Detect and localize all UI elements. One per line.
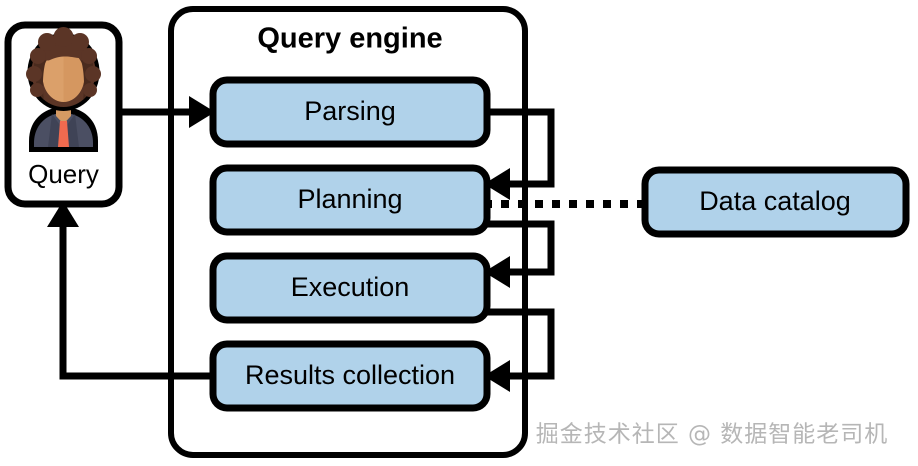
stage-label-parsing: Parsing [304,96,396,126]
edge-parsing-to-planning [487,108,555,188]
arrowhead-parsing-to-planning [484,168,510,200]
watermark-label: 掘金技术社区 @ 数据智能老司机 [536,422,889,448]
query-source-label: Query [28,159,99,189]
stage-box-execution[interactable] [209,252,491,324]
stage-label-execution: Execution [291,272,410,302]
edge-planning-to-execution [487,220,555,276]
edge-execution-to-results [487,308,555,380]
stage-label-results-collection: Results collection [245,360,455,390]
arrowhead-execution-to-results [484,360,510,392]
arrowhead-planning-to-execution [484,256,510,288]
page-title: Query engine [257,23,442,55]
person-avatar-icon [26,27,101,152]
edge-results-to-query [59,225,213,380]
stage-label-planning: Planning [297,184,402,214]
arrowhead-results-to-query [47,201,79,227]
data-catalog-label: Data catalog [699,186,851,216]
arrowhead-query-to-parsing [189,96,215,128]
